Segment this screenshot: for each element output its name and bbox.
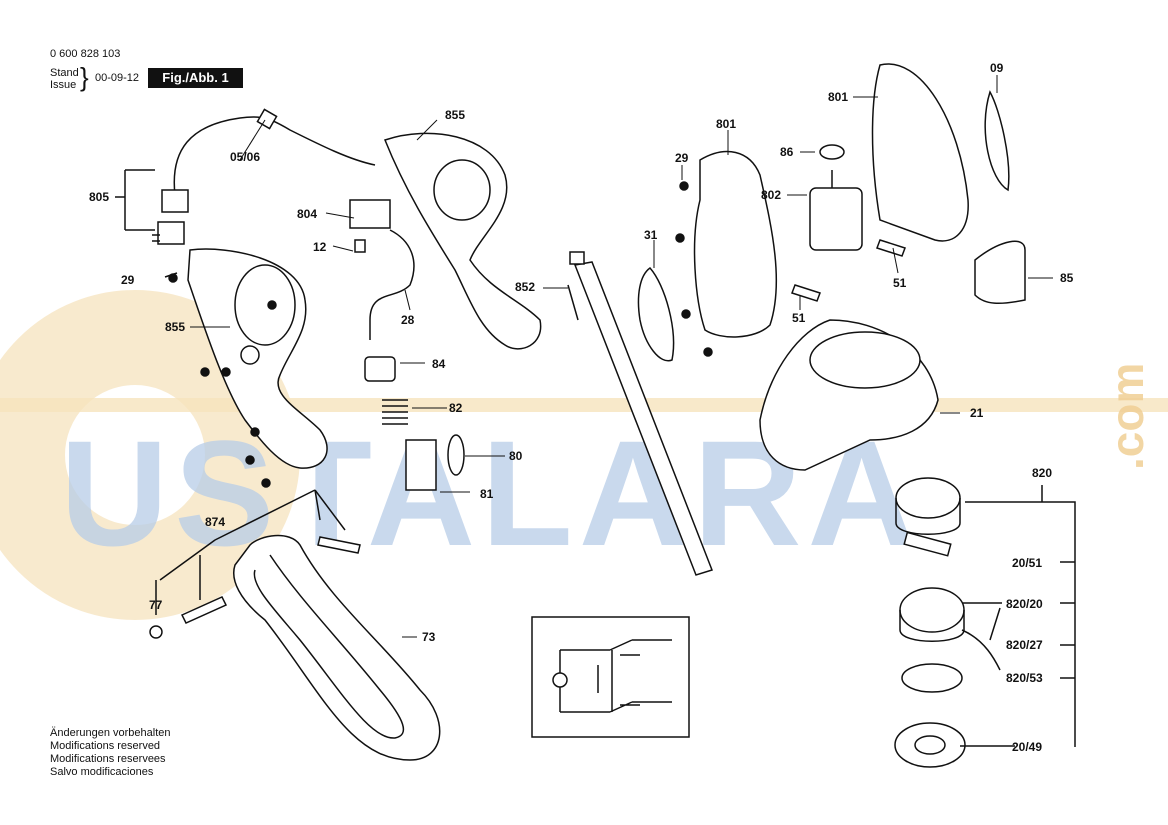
part-label-85: 85 — [1060, 271, 1074, 285]
clip-80 — [447, 434, 465, 476]
vent-icon — [240, 345, 260, 365]
footer-line-de: Änderungen vorbehalten — [50, 727, 171, 739]
doc-number: 0 600 828 103 — [50, 48, 121, 60]
cover-31 — [637, 267, 675, 362]
issue-date: 00-09-12 — [95, 72, 140, 84]
issue-label: Issue — [50, 79, 77, 91]
spring-82 — [382, 399, 408, 425]
cord-clip — [256, 108, 278, 130]
switch-icon — [349, 199, 391, 229]
part-label-77: 77 — [149, 598, 163, 612]
brush-51b — [791, 284, 821, 302]
stand-label: Stand — [50, 67, 79, 79]
figure-label: Fig./Abb. 1 — [148, 68, 243, 88]
part-label-80: 80 — [509, 449, 523, 463]
part-label-21: 21 — [970, 406, 984, 420]
part-label-09: 09 — [990, 61, 1004, 75]
ring-86 — [819, 144, 845, 160]
spool-820-20 — [899, 587, 965, 633]
power-cord — [173, 116, 376, 196]
brace-icon: } — [80, 62, 89, 92]
part-label-2051: 20/51 — [1012, 556, 1043, 570]
part-label-51-right: 51 — [893, 276, 907, 290]
schematic-box — [531, 616, 690, 738]
part-label-28: 28 — [401, 313, 415, 327]
part-label-73: 73 — [422, 630, 436, 644]
part-label-82020: 820/20 — [1006, 597, 1043, 611]
aux-handle-73 — [233, 534, 441, 761]
sleeve-84 — [364, 356, 396, 382]
part-label-2049: 20/49 — [1012, 740, 1043, 754]
part-label-84: 84 — [432, 357, 446, 371]
leader-lines — [190, 75, 1053, 638]
handle-grip-oval — [234, 264, 296, 346]
plug-icon — [161, 189, 189, 213]
part-2051 — [903, 531, 952, 557]
part-label-855-right: 855 — [445, 108, 466, 122]
part-label-12: 12 — [313, 240, 327, 254]
part-label-804: 804 — [297, 207, 318, 221]
spool-head-820 — [895, 477, 961, 519]
footer-line-fr: Modifications reservees — [50, 753, 166, 765]
part-label-801-right: 801 — [828, 90, 849, 104]
part-820-53 — [901, 663, 963, 693]
part-label-81: 81 — [480, 487, 494, 501]
screw-icons — [168, 181, 713, 488]
housing-801 — [693, 150, 778, 338]
part-label-802: 802 — [761, 188, 782, 202]
tube-852 — [573, 261, 713, 576]
brush-holder-81 — [405, 439, 437, 491]
ring-77 — [149, 625, 163, 639]
handle-right — [384, 132, 542, 350]
key-icon — [317, 536, 361, 554]
part-label-51-left: 51 — [792, 311, 806, 325]
brush-51a — [876, 239, 906, 257]
part-label-805: 805 — [89, 190, 110, 204]
bracket-874 — [159, 489, 346, 600]
part-label-820: 820 — [1032, 466, 1053, 480]
schematic-wires — [559, 639, 672, 713]
pin-icon — [180, 596, 228, 624]
part-label-82027: 820/27 — [1006, 638, 1043, 652]
part-label-852: 852 — [515, 280, 536, 294]
housing-801b — [871, 63, 969, 242]
part-label-31: 31 — [644, 228, 658, 242]
part-label-801-mid: 801 — [716, 117, 737, 131]
label-09 — [984, 90, 1010, 192]
plug-icon-2 — [157, 221, 185, 245]
part-label-82053: 820/53 — [1006, 671, 1043, 685]
motor-802 — [809, 187, 863, 251]
footer-line-es: Salvo modificaciones — [50, 766, 154, 778]
cover-85 — [974, 240, 1026, 305]
part-label-29-left: 29 — [121, 273, 135, 287]
part-label-855-left: 855 — [165, 320, 186, 334]
part-label-86: 86 — [780, 145, 794, 159]
bracket-820 — [960, 485, 1076, 747]
part-label-29-right: 29 — [675, 151, 689, 165]
cap-2049 — [894, 722, 966, 768]
bracket-805 — [115, 169, 155, 231]
part-label-874: 874 — [205, 515, 226, 529]
part-label-82: 82 — [449, 401, 463, 415]
part-label-0506: 05/06 — [230, 150, 261, 164]
footer-line-en: Modifications reserved — [50, 740, 161, 752]
